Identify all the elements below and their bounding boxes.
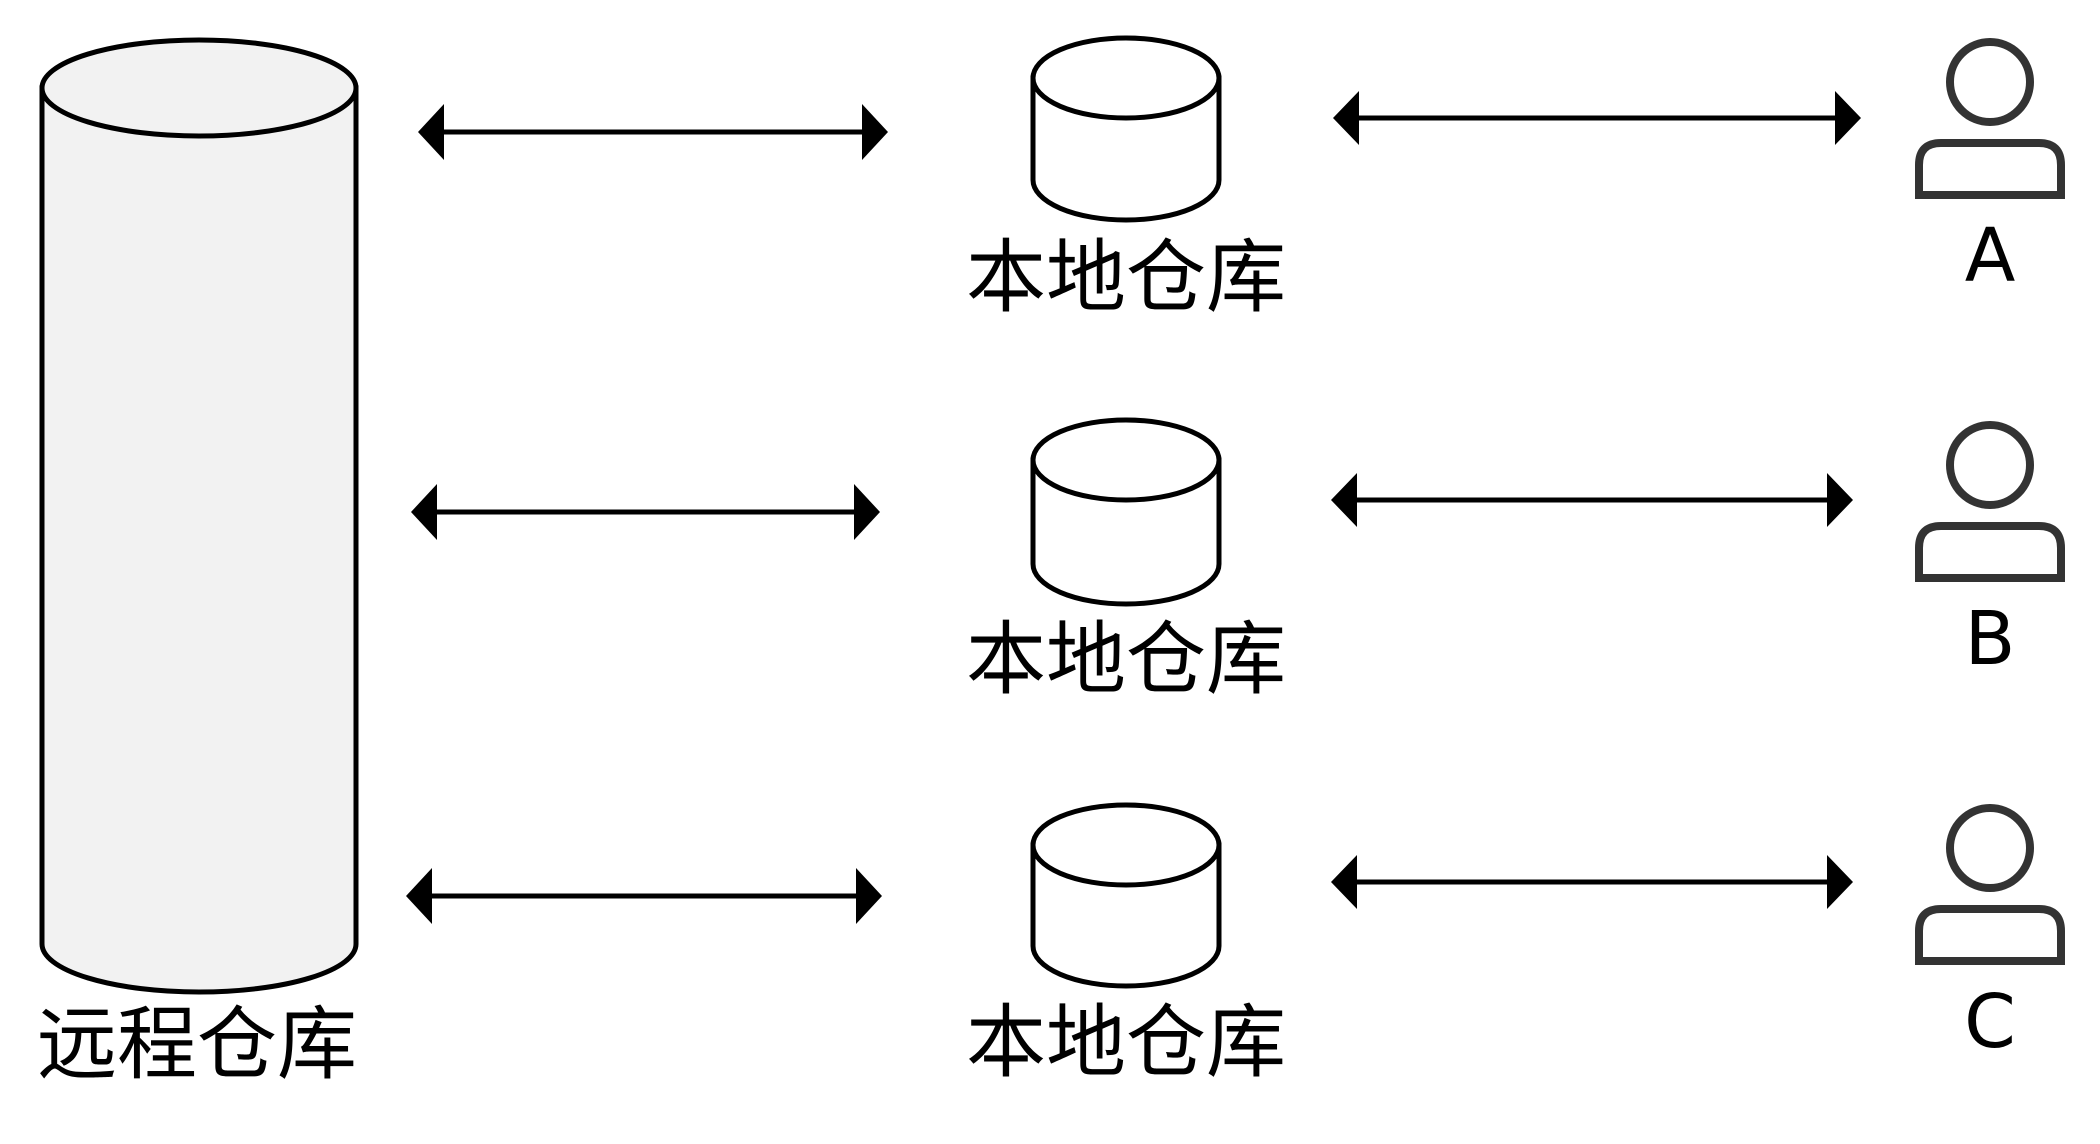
local-user-link-c bbox=[1331, 855, 1853, 909]
user-c-user-icon bbox=[1915, 804, 2065, 965]
local-repository-c-database-icon bbox=[1030, 802, 1222, 989]
remote-local-link-c bbox=[406, 868, 882, 924]
user-b-user-icon bbox=[1915, 421, 2065, 582]
remote-repository: 远程仓库 bbox=[37, 37, 359, 1091]
remote-local-link-a bbox=[418, 104, 888, 160]
local-repository-c-label: 本地仓库 bbox=[966, 996, 1286, 1089]
row-a: 本地仓库 A bbox=[418, 35, 2065, 324]
user-c: C bbox=[1915, 804, 2065, 1065]
local-user-link-b bbox=[1331, 473, 1853, 527]
user-a-label: A bbox=[1965, 213, 2016, 299]
user-b: B bbox=[1915, 421, 2065, 682]
local-repository-c: 本地仓库 bbox=[966, 802, 1286, 1089]
user-a-user-icon bbox=[1915, 38, 2065, 199]
local-repository-b-database-icon bbox=[1030, 417, 1222, 607]
remote-local-link-b bbox=[411, 484, 880, 540]
row-c: 本地仓库 C bbox=[406, 802, 2065, 1089]
local-repository-a: 本地仓库 bbox=[966, 35, 1286, 324]
user-c-label: C bbox=[1964, 979, 2016, 1065]
local-user-link-a bbox=[1333, 91, 1861, 145]
remote-repository-label: 远程仓库 bbox=[37, 998, 357, 1091]
user-a: A bbox=[1915, 38, 2065, 299]
local-repository-b: 本地仓库 bbox=[966, 417, 1286, 706]
local-repository-b-label: 本地仓库 bbox=[966, 613, 1286, 706]
user-b-label: B bbox=[1965, 596, 2016, 682]
remote-repository-database-icon bbox=[39, 37, 359, 995]
local-repository-a-database-icon bbox=[1030, 35, 1222, 223]
local-repository-a-label: 本地仓库 bbox=[966, 231, 1286, 324]
row-b: 本地仓库 B bbox=[411, 417, 2065, 706]
